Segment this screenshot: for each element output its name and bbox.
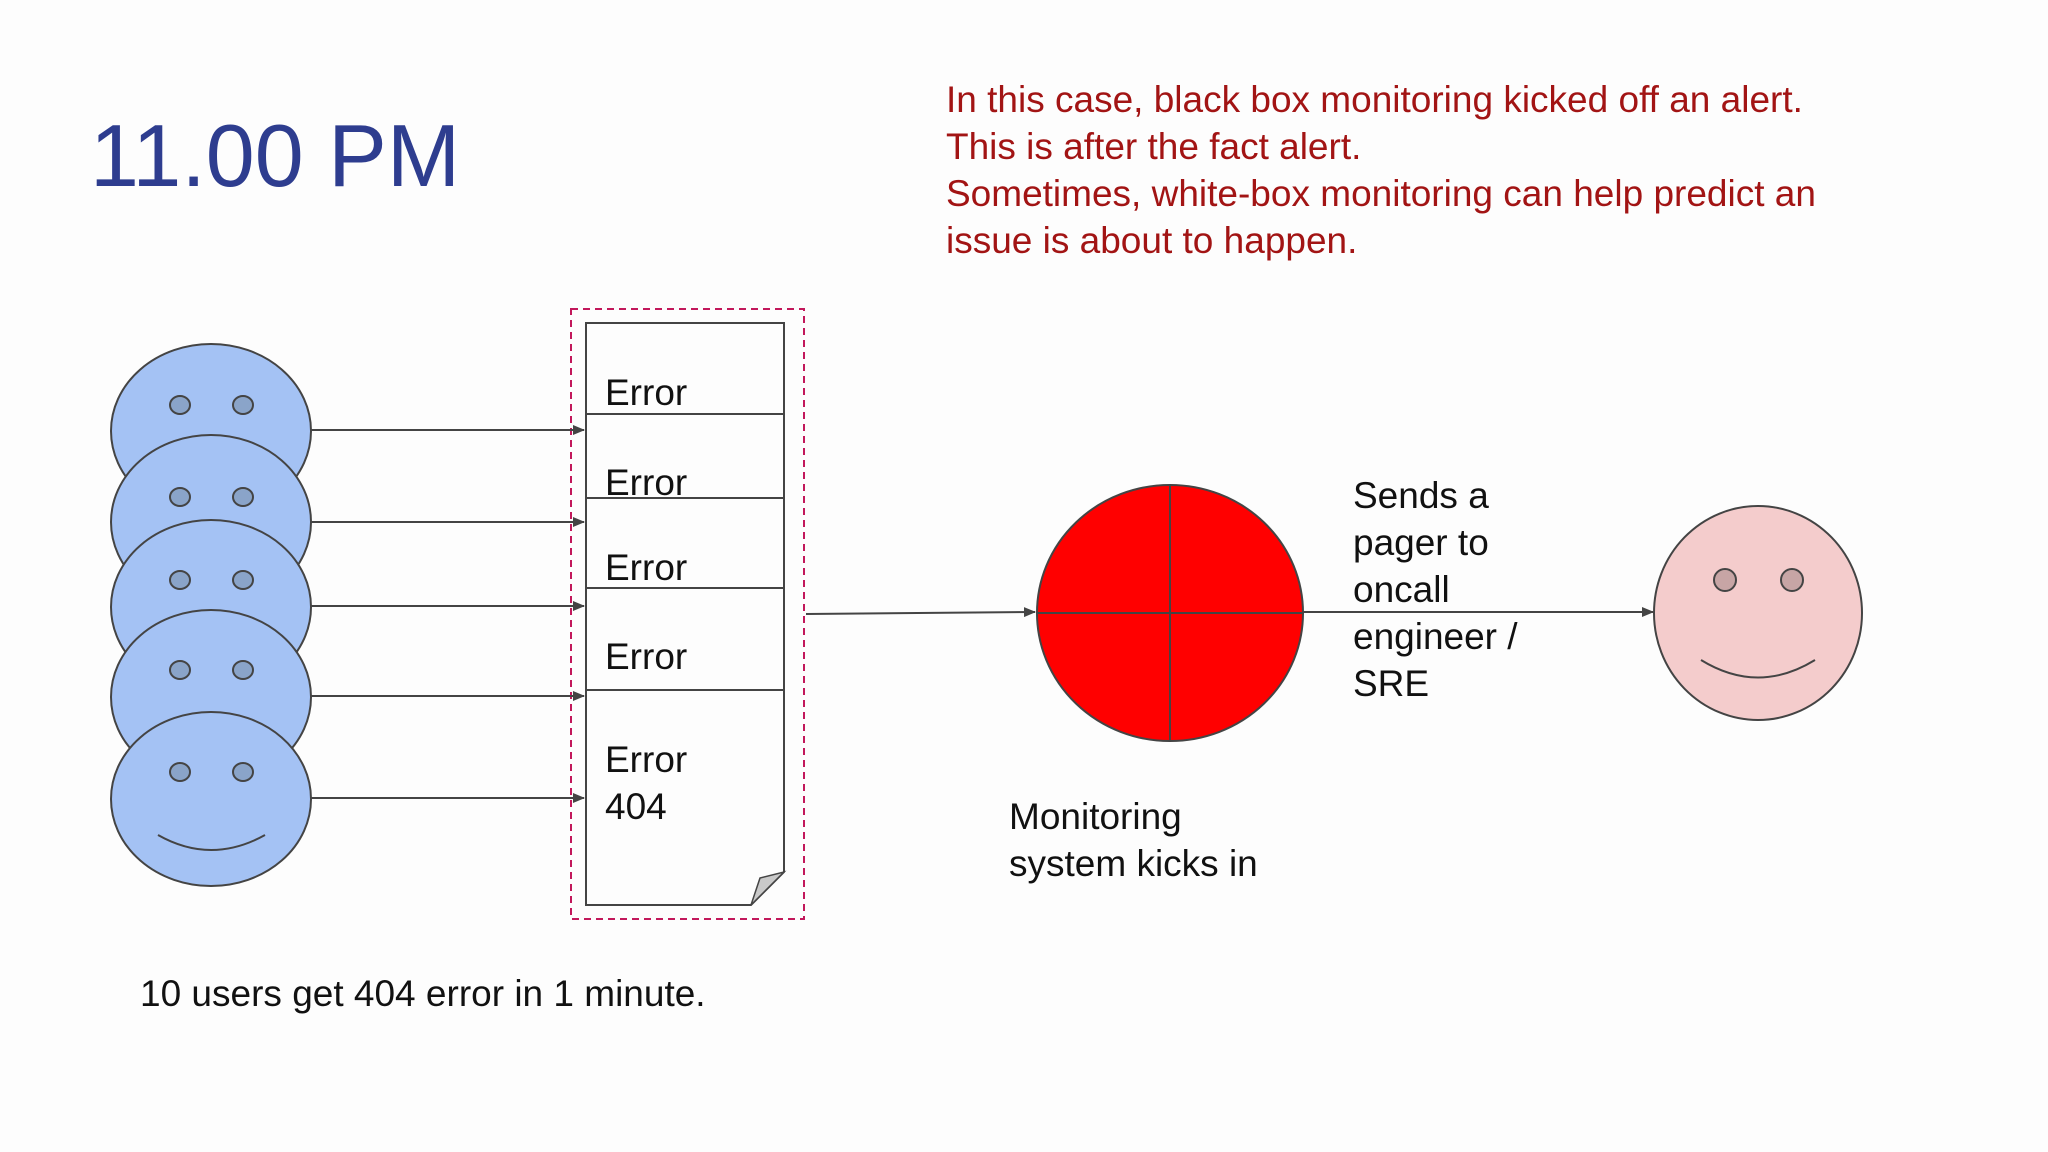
log-to-monitor-arrow <box>805 607 1036 618</box>
caption-line: system kicks in <box>1009 843 1258 884</box>
pager-caption: Sends a pager to oncall engineer / SRE <box>1353 472 1518 707</box>
users-caption: 10 users get 404 error in 1 minute. <box>140 973 706 1014</box>
caption-line: pager to <box>1353 522 1489 563</box>
caption-line: engineer / <box>1353 616 1518 657</box>
caption-line: oncall <box>1353 569 1450 610</box>
error-label: Error <box>605 462 688 503</box>
error-entry: Error <box>605 459 687 506</box>
note-line: issue is about to happen. <box>946 220 1358 261</box>
error-entry: Error <box>605 369 687 416</box>
note-line: Sometimes, white-box monitoring can help… <box>946 173 1816 214</box>
error-label: Error <box>605 372 688 413</box>
monitor-caption: Monitoring system kicks in <box>1009 793 1258 887</box>
error-label: Error <box>605 547 688 588</box>
note-line: This is after the fact alert. <box>946 126 1362 167</box>
error-entry: Error <box>605 544 687 591</box>
caption-line: SRE <box>1353 663 1430 704</box>
caption-line: Monitoring <box>1009 796 1182 837</box>
monitoring-system-icon <box>1036 484 1304 742</box>
error-code: 404 <box>605 786 667 827</box>
note-line: In this case, black box monitoring kicke… <box>946 79 1803 120</box>
time-title: 11.00 PM <box>90 106 461 205</box>
caption-line: Sends a <box>1353 475 1489 516</box>
engineer-face <box>1653 505 1863 721</box>
error-entry: Error 404 <box>605 736 687 830</box>
error-label: Error <box>605 636 688 677</box>
user-face <box>110 711 312 887</box>
error-log-group-box <box>570 308 805 920</box>
error-entry: Error <box>605 633 687 680</box>
error-label: Error <box>605 739 688 780</box>
explanation-note: In this case, black box monitoring kicke… <box>946 76 2006 264</box>
page-fold <box>750 870 787 906</box>
